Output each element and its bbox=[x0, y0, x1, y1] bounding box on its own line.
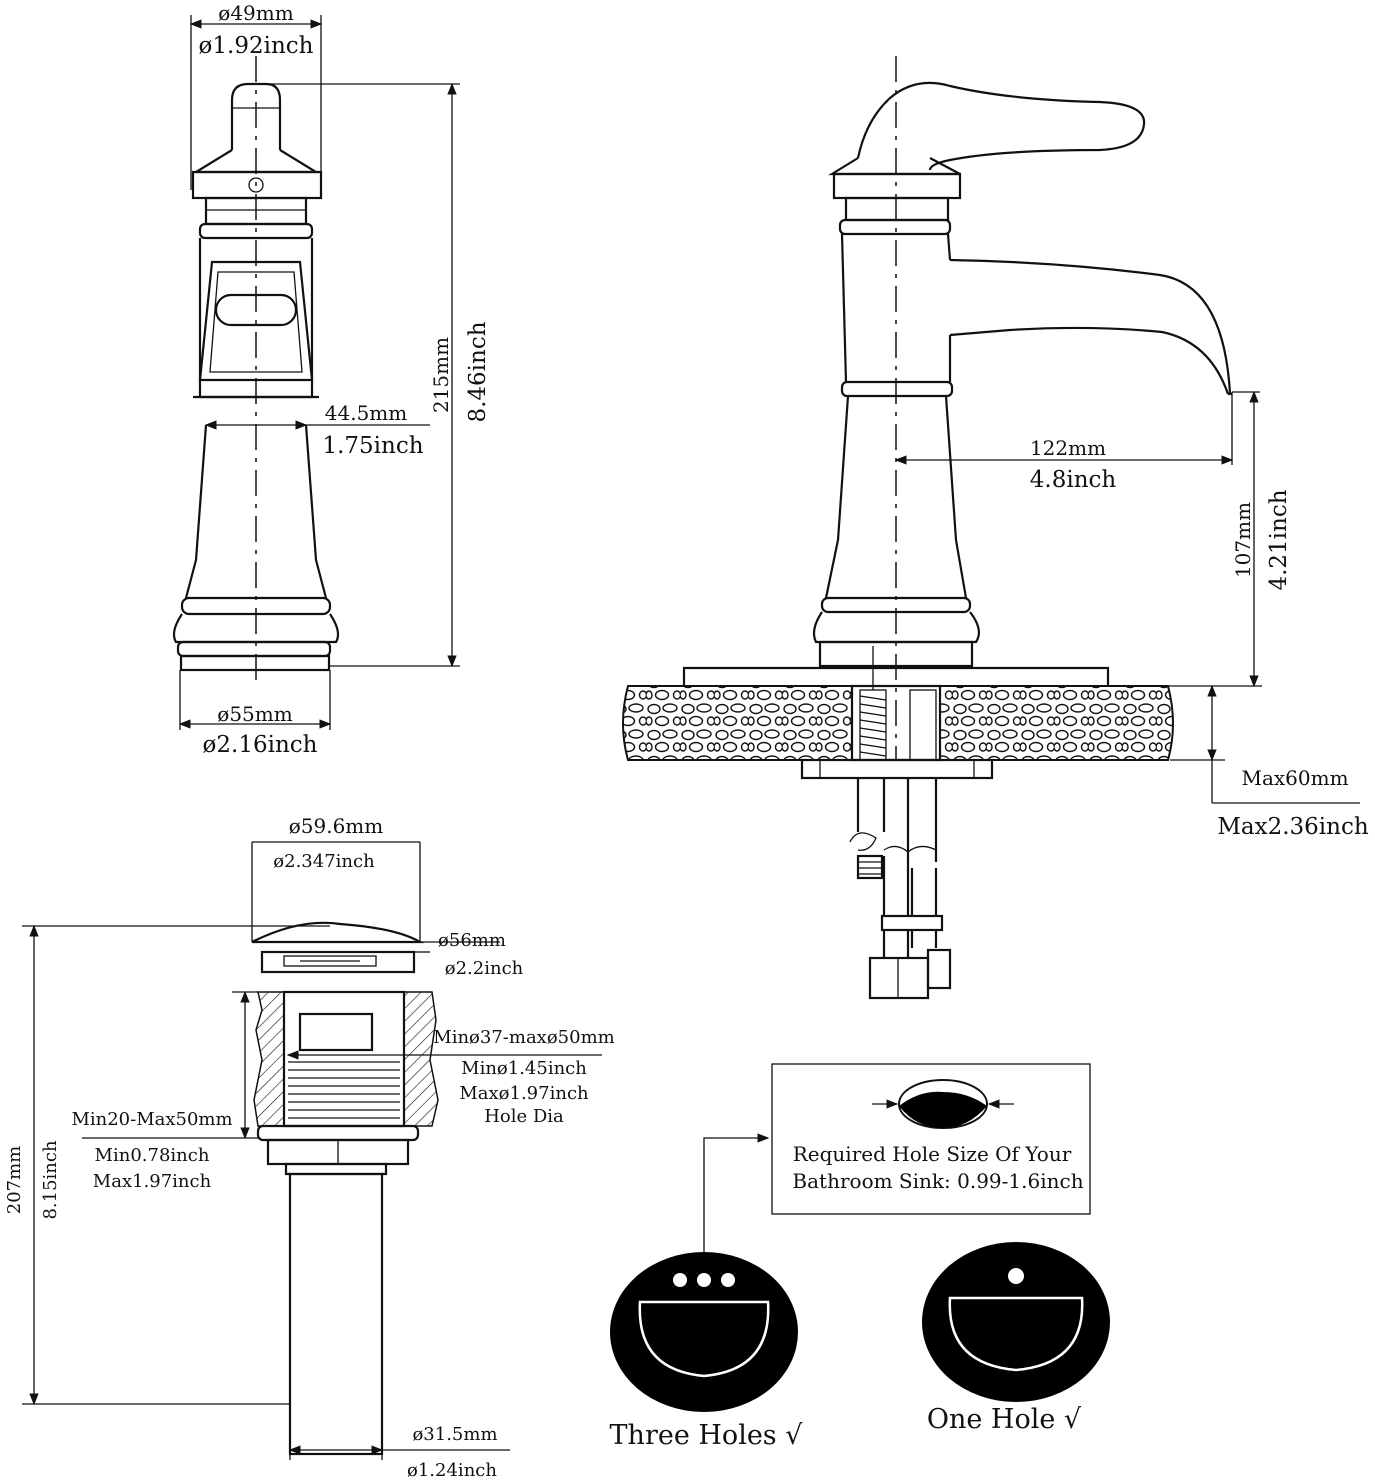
height-inch: 8.46inch bbox=[465, 321, 491, 422]
hole-size-callout: Required Hole Size Of Your Bathroom Sink… bbox=[703, 1063, 1091, 1260]
side-view: 122mm 4.8inch 107mm 4.21inch Max60mm Max… bbox=[622, 56, 1369, 1000]
spout-reach-mm: 122mm bbox=[1030, 436, 1106, 460]
thickness-min-inch: Min0.78inch bbox=[95, 1145, 210, 1166]
tail-diameter-mm: ø31.5mm bbox=[412, 1424, 497, 1445]
drain-view: ø59.6mm ø2.347inch ø56mm ø2.2inch Minø37… bbox=[4, 814, 615, 1481]
tap-hole-right bbox=[721, 1273, 735, 1287]
total-length-inch: 8.15inch bbox=[40, 1140, 61, 1220]
top-diameter-inch: ø1.92inch bbox=[199, 33, 314, 59]
spout-height-mm: 107mm bbox=[1231, 502, 1255, 578]
three-holes-label: Three Holes √ bbox=[610, 1420, 804, 1451]
spout-height-inch: 4.21inch bbox=[1266, 489, 1292, 590]
base-diameter-inch: ø2.16inch bbox=[203, 732, 318, 758]
deck-thickness-mm: Max60mm bbox=[1241, 766, 1348, 790]
body-width-inch: 1.75inch bbox=[322, 433, 423, 459]
drain-flange-diameter-mm: ø56mm bbox=[438, 930, 506, 951]
one-hole-label: One Hole √ bbox=[927, 1404, 1082, 1435]
hole-range-mm: Minø37-maxø50mm bbox=[433, 1027, 614, 1048]
spout-reach-inch: 4.8inch bbox=[1030, 467, 1117, 493]
base-diameter-mm: ø55mm bbox=[217, 702, 292, 726]
top-diameter-mm: ø49mm bbox=[218, 1, 293, 25]
hole-max-inch: Maxø1.97inch bbox=[459, 1083, 589, 1104]
thickness-max-inch: Max1.97inch bbox=[93, 1171, 212, 1192]
front-view: ø49mm ø1.92inch 44.5mm 1.75inch bbox=[172, 1, 491, 758]
deck-thickness-inch: Max2.36inch bbox=[1217, 814, 1368, 840]
tap-hole-left bbox=[673, 1273, 687, 1287]
drain-flange-diameter-inch: ø2.2inch bbox=[445, 958, 524, 979]
tap-hole-center bbox=[697, 1273, 711, 1287]
hole-info-line1: Required Hole Size Of Your bbox=[793, 1142, 1072, 1166]
sink-one-hole: One Hole √ bbox=[922, 1242, 1110, 1435]
sink-three-holes: Three Holes √ bbox=[610, 1252, 804, 1451]
drain-cap-diameter-inch: ø2.347inch bbox=[273, 851, 375, 872]
drain-cap-diameter-mm: ø59.6mm bbox=[289, 814, 384, 838]
thickness-mm: Min20-Max50mm bbox=[71, 1109, 232, 1130]
hole-min-inch: Minø1.45inch bbox=[461, 1058, 587, 1079]
total-length-mm: 207mm bbox=[4, 1146, 25, 1215]
height-mm: 215mm bbox=[429, 337, 453, 413]
tap-hole-single bbox=[1008, 1268, 1024, 1284]
hole-info-line2: Bathroom Sink: 0.99-1.6inch bbox=[792, 1169, 1083, 1193]
hole-dia-label: Hole Dia bbox=[484, 1106, 564, 1127]
tail-diameter-inch: ø1.24inch bbox=[407, 1460, 497, 1481]
body-width-mm: 44.5mm bbox=[325, 401, 407, 425]
